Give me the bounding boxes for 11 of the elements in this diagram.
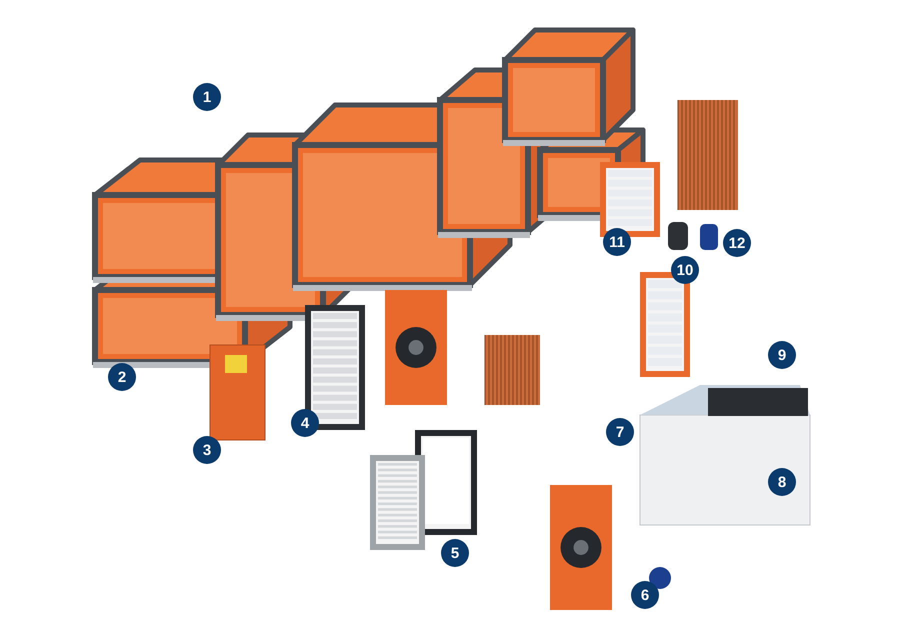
callout-number: 11 <box>603 228 631 256</box>
callout-number: 7 <box>606 418 634 446</box>
callout-number: 10 <box>671 256 699 284</box>
callout-number: 4 <box>291 409 319 437</box>
callout-number: 1 <box>193 83 221 111</box>
callout-number: 2 <box>108 363 136 391</box>
callout-number: 5 <box>441 539 469 567</box>
callout-number: 6 <box>631 581 659 609</box>
callout-number: 9 <box>768 341 796 369</box>
callout-number: 3 <box>193 436 221 464</box>
callout-number: 12 <box>723 229 751 257</box>
